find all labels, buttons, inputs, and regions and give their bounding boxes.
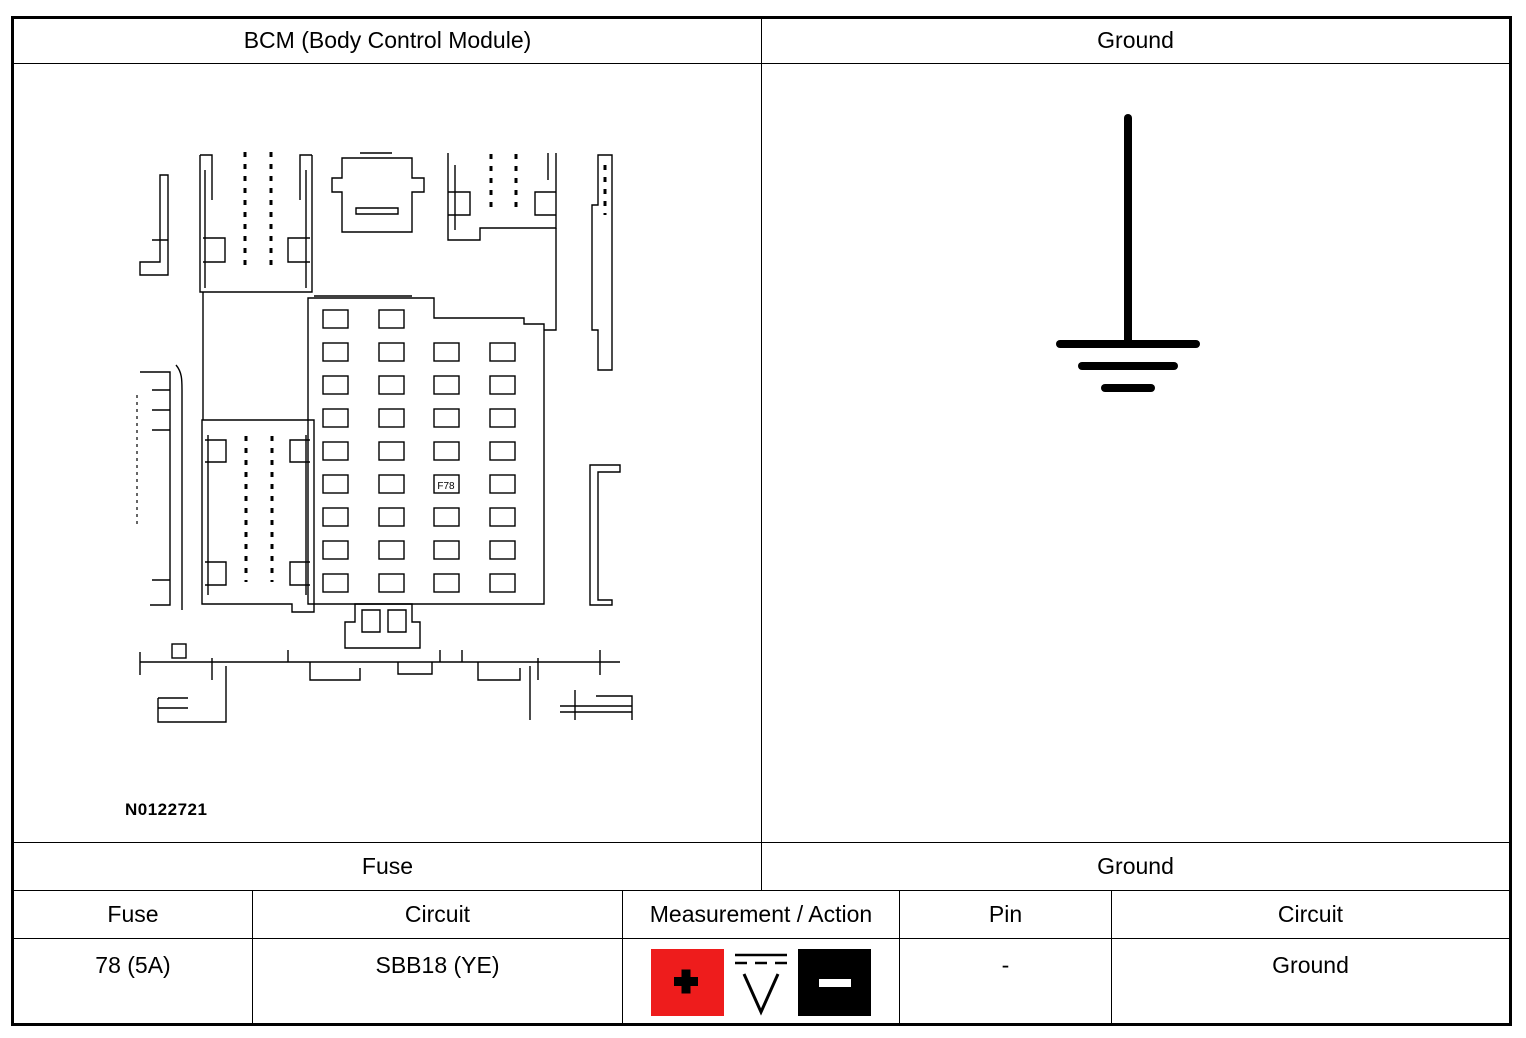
column-header-text: Circuit	[1277, 901, 1344, 927]
fuse-value: 78 (5A)	[95, 952, 171, 978]
fuse-78-slot	[433, 474, 460, 494]
column-header-circuit: Circuit	[253, 891, 622, 938]
fuse-section-header: Fuse	[14, 843, 761, 890]
fuse-section-header-text: Fuse	[361, 853, 414, 879]
divider	[1111, 891, 1112, 1024]
column-header-fuse: Fuse	[14, 891, 252, 938]
pin-value: -	[1001, 952, 1010, 978]
ground-section-header-text: Ground	[1097, 853, 1174, 879]
fuse-78-label: F78	[437, 481, 455, 492]
column-header-text: Pin	[988, 901, 1023, 927]
table-row-circuit-ground: Ground	[1112, 939, 1509, 1024]
plus-icon	[651, 949, 724, 1016]
ground-title: Ground	[762, 18, 1509, 63]
table-row-circuit: SBB18 (YE)	[253, 939, 622, 1024]
bcm-title: BCM (Body Control Module)	[14, 18, 761, 63]
table-row-fuse: 78 (5A)	[14, 939, 252, 1024]
divider	[13, 938, 1510, 939]
column-header-measurement: Measurement / Action	[623, 891, 899, 938]
divider	[252, 891, 253, 1024]
column-header-text: Measurement / Action	[649, 901, 873, 927]
column-header-text: Circuit	[404, 901, 471, 927]
circuit-ground-value: Ground	[1272, 952, 1349, 978]
divider	[761, 18, 762, 891]
divider	[899, 891, 900, 1024]
measurement-icons	[651, 949, 871, 1016]
minus-icon	[798, 949, 871, 1016]
pinpoint-test-table	[11, 16, 1512, 1026]
column-header-pin: Pin	[900, 891, 1111, 938]
bcm-fuse-panel-diagram: F78	[136, 152, 633, 723]
bcm-title-text: BCM (Body Control Module)	[243, 27, 532, 53]
ground-title-text: Ground	[1097, 27, 1174, 53]
ground-section-header: Ground	[762, 843, 1509, 890]
circuit-value: SBB18 (YE)	[375, 952, 500, 978]
diagram-code: N0122721	[125, 800, 208, 819]
column-header-circuit-ground: Circuit	[1112, 891, 1509, 938]
column-header-text: Fuse	[107, 901, 159, 927]
dc-voltage-icon	[735, 953, 787, 1016]
divider	[622, 891, 623, 1024]
table-row-pin: -	[900, 939, 1111, 1024]
ground-symbol-icon	[1056, 114, 1200, 392]
